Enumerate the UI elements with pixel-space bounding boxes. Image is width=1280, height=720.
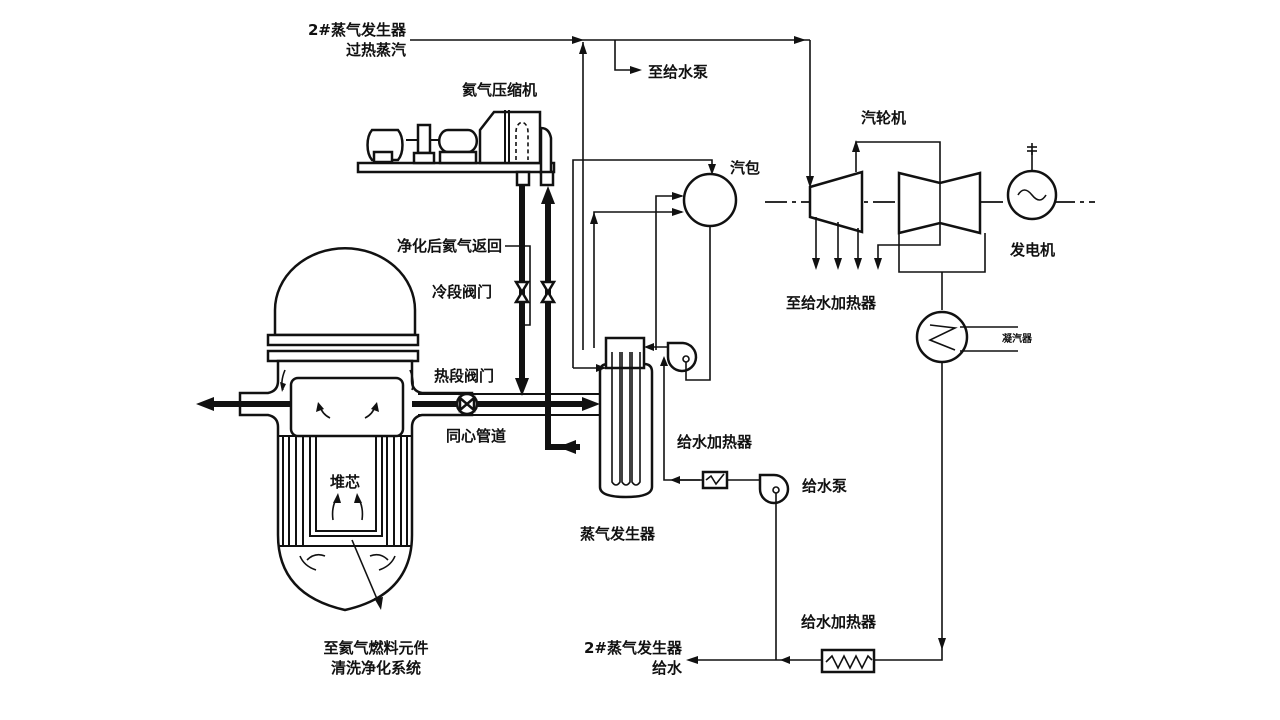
concentric-duct xyxy=(412,392,600,416)
label-helium-compressor: 氦气压缩机 xyxy=(462,81,538,99)
cold-leg-valve-2 xyxy=(539,280,557,304)
label-to-feed-pump: 至给水泵 xyxy=(648,63,709,81)
reactor-vessel xyxy=(196,246,474,612)
label-sg2-feed-line2: 给水 xyxy=(651,659,682,677)
label-cold-leg-valve: 冷段阀门 xyxy=(432,283,493,301)
steam-generator xyxy=(598,336,654,499)
label-sg2-steam-line2: 过热蒸汽 xyxy=(345,41,406,59)
label-purification-system: 至氦气燃料元件 清洗净化系统 xyxy=(316,638,436,678)
superheated-steam-line xyxy=(410,36,814,350)
label-steam-generator: 蒸气发生器 xyxy=(580,525,656,543)
label-sg2-feed-line1: 2#蒸气发生器 xyxy=(583,639,682,657)
generator xyxy=(1006,143,1058,221)
feedwater-heater-lower xyxy=(820,648,876,674)
label-feedwater-heater-upper: 给水加热器 xyxy=(677,433,753,451)
hot-leg-valve xyxy=(455,392,479,416)
label-purification-line2: 清洗净化系统 xyxy=(330,659,421,677)
helium-ducts xyxy=(505,185,580,454)
label-sg2-steam-line1: 2#蒸气发生器 xyxy=(307,21,406,39)
feed-pump xyxy=(758,473,790,505)
label-core: 堆芯 xyxy=(330,473,361,491)
label-to-feedwater-heater: 至给水加热器 xyxy=(786,294,877,312)
label-condenser: 凝汽器 xyxy=(1002,334,1032,345)
circulation-pump xyxy=(666,341,698,373)
cold-leg-valve xyxy=(513,280,531,304)
turbine-generator xyxy=(765,140,1095,310)
label-sg2-steam: 2#蒸气发生器 过热蒸汽 xyxy=(280,20,406,60)
label-concentric-duct: 同心管道 xyxy=(446,427,507,445)
label-purified-helium-return: 净化后氦气返回 xyxy=(396,237,502,255)
label-feed-pump: 给水泵 xyxy=(802,477,848,495)
label-turbine: 汽轮机 xyxy=(861,109,907,127)
label-purification-line1: 至氦气燃料元件 xyxy=(323,639,429,657)
label-sg2-feedwater: 2#蒸气发生器 给水 xyxy=(560,638,682,678)
hp-turbine xyxy=(808,170,864,234)
condenser xyxy=(915,310,1018,655)
helium-compressor xyxy=(356,110,556,187)
label-feedwater-heater-lower: 给水加热器 xyxy=(801,613,877,631)
bottom-feedwater-line xyxy=(686,648,943,674)
feedwater-heater-upper xyxy=(701,470,729,490)
label-steam-drum: 汽包 xyxy=(730,159,761,177)
steam-drum-circuit xyxy=(572,159,738,481)
label-generator: 发电机 xyxy=(1010,241,1056,259)
feedwater-line xyxy=(670,470,790,660)
label-hot-leg-valve: 热段阀门 xyxy=(434,367,495,385)
